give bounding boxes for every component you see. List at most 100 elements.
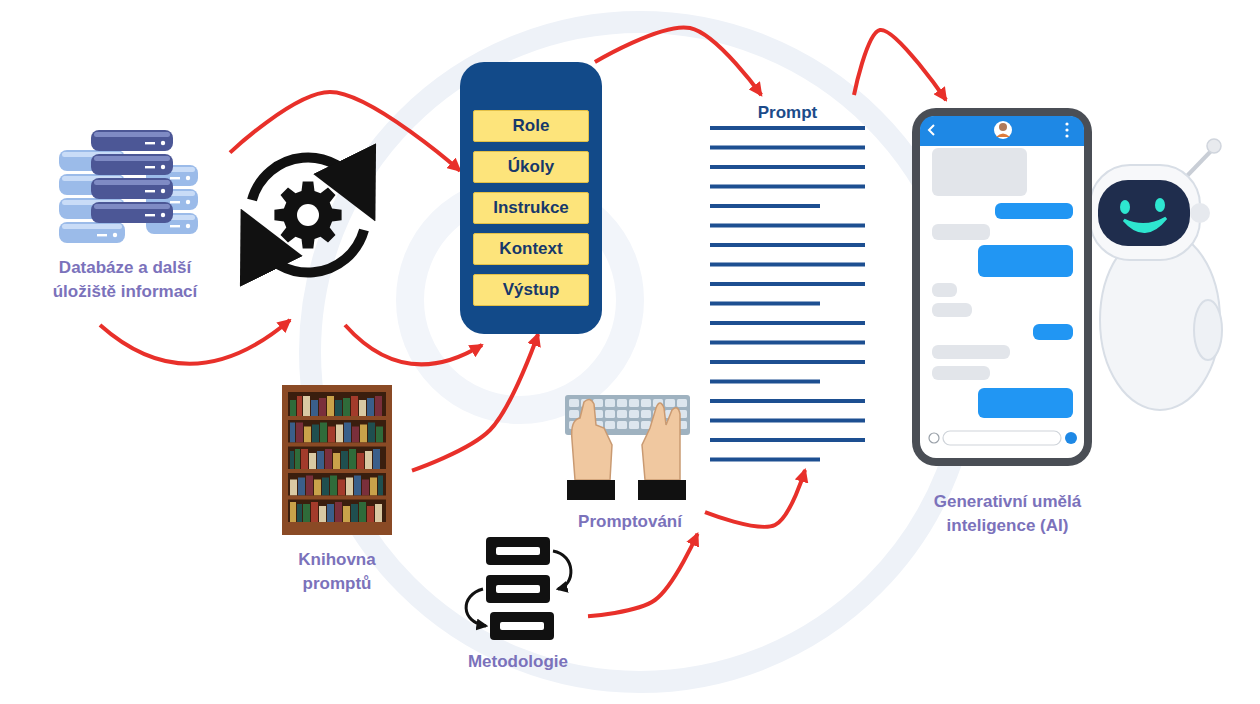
bookshelf-icon-part: [359, 400, 366, 416]
phone-figure: [912, 108, 1092, 466]
database-icon-part: [170, 201, 180, 203]
database-icon-part: [161, 189, 165, 193]
phone-figure-part: [943, 431, 1061, 445]
bookshelf-icon-part: [297, 504, 302, 522]
database-icon-part: [186, 200, 190, 204]
field-label: Role: [513, 111, 550, 140]
database-icon-part: [62, 224, 122, 229]
flow-arrow-part: [100, 320, 290, 364]
database-icon-part: [161, 165, 165, 169]
methodology-icon-part: [500, 622, 544, 630]
flow-arrow-part: [345, 325, 482, 364]
flow-arrow: [100, 320, 482, 364]
phone-figure-part: [999, 123, 1007, 131]
database-icon-part: [145, 142, 155, 144]
database-icon: [59, 130, 198, 243]
bookshelf-icon-part: [370, 478, 377, 496]
bookshelf-icon-part: [320, 423, 327, 443]
keyboard-hands-icon-part: [569, 410, 579, 418]
keyboard-hands-icon-part: [641, 399, 651, 407]
bookshelf-icon-part: [312, 425, 319, 443]
phone-figure-part: [994, 121, 1012, 139]
methodology-icon: [466, 537, 571, 640]
phone-figure-part: [920, 116, 1084, 146]
prompting-node: Promptování: [555, 390, 705, 534]
bookshelf-icon-part: [288, 416, 386, 420]
keyboard-hands-icon-part: [617, 399, 627, 407]
prompt-text-lines-part: [710, 380, 820, 384]
bookshelf-icon-part: [319, 506, 326, 522]
flow-arrow: [230, 92, 460, 171]
database-icon-part: [145, 190, 155, 192]
bookshelf-icon-part: [354, 476, 361, 496]
bookshelf-icon-part: [288, 469, 386, 473]
methodology-icon-part: [553, 551, 571, 589]
robot-figure-part: [1090, 165, 1200, 260]
flow-arrow: [412, 334, 538, 471]
bookshelf-icon-part: [344, 423, 351, 443]
phone-figure-part: [1065, 128, 1068, 131]
bookshelf-icon-part: [335, 502, 342, 522]
node-caption: Metodologie: [450, 650, 586, 674]
field-label: Výstup: [503, 275, 560, 304]
bookshelf-icon-part: [288, 392, 386, 526]
watermark-part: [310, 22, 970, 682]
phone-figure-part: [995, 203, 1073, 219]
bookshelf-icon-part: [327, 396, 334, 416]
phone-figure-part: [978, 245, 1073, 277]
prompt-text-lines-part: [710, 321, 865, 325]
prompt-text-lines-part: [710, 243, 865, 247]
robot-figure-part: [1190, 203, 1210, 223]
phone-figure-part: [932, 303, 972, 317]
field-label: Instrukce: [493, 193, 569, 222]
phone-figure-part: [920, 116, 1084, 458]
methodology-icon-part: [486, 537, 550, 565]
methodology-icon-part: [496, 547, 540, 555]
process-container: RoleÚkolyInstrukceKontextVýstup: [460, 62, 602, 334]
process-field: Instrukce: [473, 192, 589, 224]
database-icon-part: [186, 224, 190, 228]
flow-arrow: [854, 30, 946, 100]
ai-chat-node: Generativní umělá inteligence (AI): [905, 100, 1110, 538]
phone-figure-part: [1065, 134, 1068, 137]
keyboard-hands-icon-part: [665, 399, 675, 407]
bookshelf-icon-part: [338, 480, 345, 496]
bookshelf-icon-part: [311, 400, 318, 416]
database-icon-part: [91, 178, 173, 199]
bookshelf-icon-part: [306, 476, 313, 496]
bookshelf-icon-part: [301, 449, 308, 469]
bookshelf-icon: [282, 385, 392, 535]
robot-figure-part: [1098, 180, 1190, 246]
field-label: Kontext: [499, 234, 562, 263]
bookshelf-icon-part: [375, 396, 382, 416]
keyboard-hands-icon-part: [605, 421, 615, 429]
robot-figure-part: [1120, 200, 1130, 214]
flow-arrow: [588, 534, 698, 616]
keyboard-hands-icon-part: [617, 421, 627, 429]
bookshelf-icon-part: [290, 480, 297, 496]
node-caption: Generativní umělá inteligence (AI): [928, 490, 1088, 538]
hands-part: [567, 480, 615, 500]
database-icon-part: [94, 132, 170, 137]
bookshelf-icon-part: [335, 400, 342, 416]
methodology-icon-part: [496, 585, 540, 593]
bookshelf-icon-part: [368, 423, 375, 443]
methodology-icon-part: [466, 589, 486, 626]
database-icon-part: [94, 204, 170, 209]
database-icon-part: [170, 225, 180, 227]
phone-figure-part: [932, 148, 1027, 196]
database-icon-part: [161, 141, 165, 145]
bookshelf-icon-part: [359, 502, 366, 522]
robot-figure-part: [1185, 150, 1212, 178]
database-icon-part: [97, 234, 107, 236]
node-caption: Promptování: [557, 510, 703, 534]
bookshelf-icon-part: [336, 425, 343, 443]
database-icon-part: [59, 222, 125, 243]
phone-figure-part: [932, 345, 1010, 359]
bookshelf-icon-part: [303, 504, 310, 522]
bookshelf-icon-part: [346, 478, 353, 496]
process-field: Úkoly: [473, 151, 589, 183]
keyboard-hands-icon-part: [629, 399, 639, 407]
bookshelf-icon-part: [303, 396, 310, 416]
